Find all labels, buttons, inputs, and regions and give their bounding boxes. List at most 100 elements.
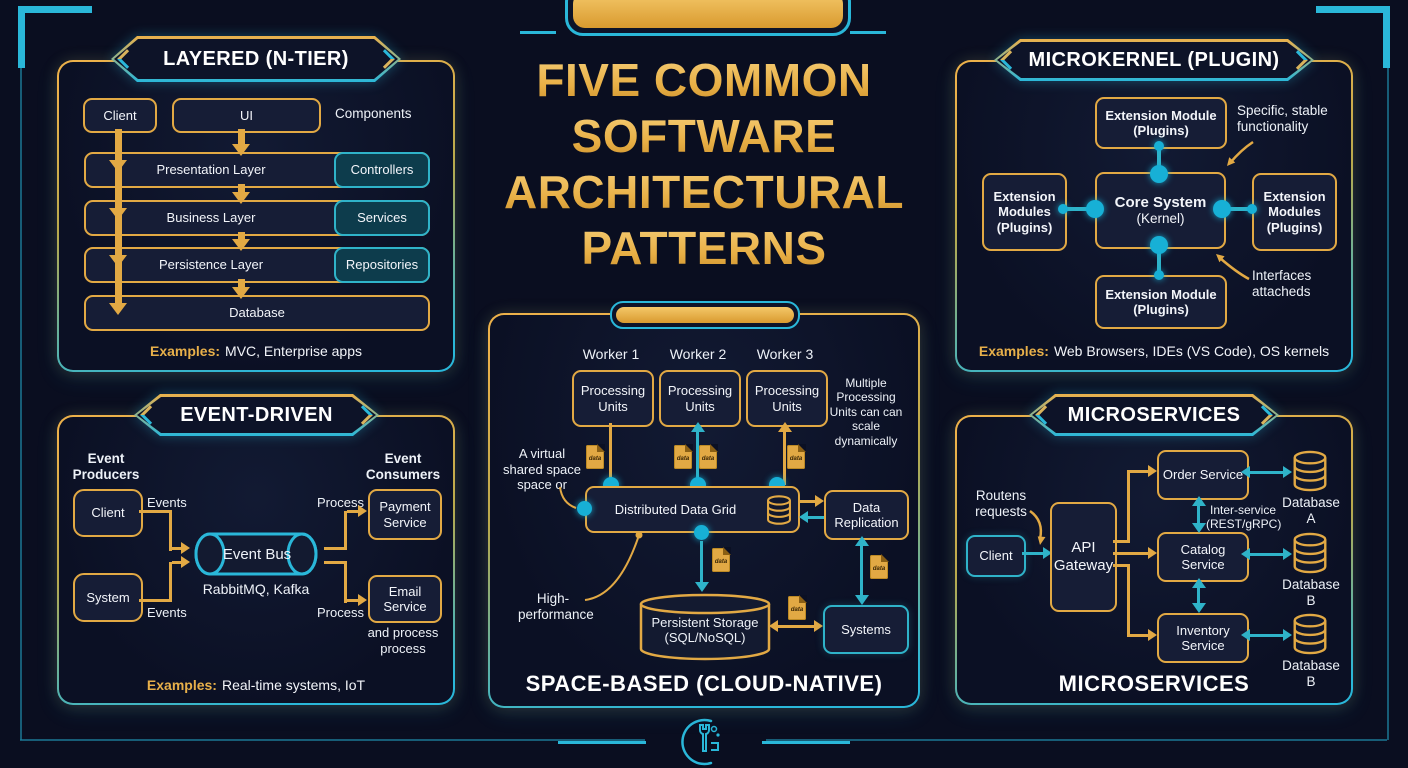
worker-2-line — [696, 431, 699, 485]
right-arrow-icon — [181, 542, 190, 554]
plugins-label: (Plugins) — [1133, 302, 1189, 317]
microservices-header-label: MICROSERVICES — [1032, 397, 1276, 433]
right-arrow-icon — [1283, 466, 1292, 478]
connector-dot — [694, 525, 709, 540]
link-line — [139, 510, 172, 513]
down-arrow-icon — [232, 239, 250, 251]
worker-1-line — [609, 423, 612, 485]
processing-units-box-3: Processing Units — [746, 370, 828, 427]
right-arrow-icon — [1043, 547, 1052, 559]
frame-line-left — [20, 68, 22, 740]
ms-client-box: Client — [966, 535, 1026, 577]
data-file-icon: data — [712, 547, 731, 572]
systems-label: Systems — [841, 621, 891, 637]
worker-3-label: Worker 3 — [756, 346, 814, 362]
payment-service-label: Payment Service — [379, 499, 431, 530]
route-line — [1113, 564, 1130, 567]
database-row: Database — [84, 295, 430, 331]
up-arrow-icon — [855, 536, 869, 546]
flow-line — [238, 184, 245, 194]
database-icon — [767, 495, 791, 525]
down-arrow-icon — [695, 582, 709, 592]
frame-line-right — [1387, 68, 1389, 740]
interfaces-note: Interfaces attacheds — [1252, 268, 1312, 300]
connector-line — [1157, 145, 1161, 174]
event-consumers-label: Event Consumers — [365, 451, 441, 483]
connector-dot-small — [1154, 141, 1164, 151]
down-arrow-icon — [109, 208, 127, 220]
api-gateway-label: API Gateway — [1053, 539, 1114, 574]
up-arrow-icon — [691, 422, 705, 432]
extension-module-bottom-box: Extension Module (Plugins) — [1095, 275, 1227, 329]
catalog-service-box: Catalog Service — [1157, 532, 1249, 582]
catalog-service-label: Catalog Service — [1180, 541, 1226, 572]
route-line — [1127, 565, 1130, 635]
api-gateway-box: API Gateway — [1050, 502, 1117, 612]
processing-units-box-1: Processing Units — [572, 370, 654, 427]
examples-label: Examples: — [150, 343, 221, 359]
kernel-label: (Kernel) — [1136, 211, 1185, 227]
business-layer-label: Business Layer — [166, 210, 256, 226]
database-b-label: Database B — [1282, 577, 1340, 609]
inventory-service-label: Inventory Service — [1176, 622, 1230, 653]
scale-note: Multiple Processing Units can can scale … — [829, 376, 903, 448]
logo-flank-line-right — [762, 741, 850, 744]
database-b2-icon — [1293, 613, 1327, 655]
connector-line — [1222, 207, 1252, 211]
persistent-storage-cylinder — [639, 593, 771, 661]
examples-text: Web Browsers, IDEs (VS Code), OS kernels — [1053, 343, 1330, 359]
event-client-label: Client — [91, 505, 125, 521]
data-replication-label: Data Replication — [834, 499, 899, 530]
route-line — [1127, 470, 1149, 473]
services-label: Services — [357, 210, 407, 226]
database-label: Database — [229, 305, 285, 321]
top-capsule-ornament — [565, 0, 851, 36]
up-arrow-icon — [1192, 496, 1206, 506]
examples-label: Examples: — [146, 677, 217, 693]
right-arrow-icon — [181, 556, 190, 568]
plugins-label: (Plugins) — [1133, 123, 1189, 138]
data-file-label: data — [701, 456, 715, 462]
ms-client-label: Client — [979, 548, 1013, 564]
right-arrow-icon — [358, 505, 367, 517]
frame-line-bottom-right — [766, 739, 1387, 741]
payment-service-box: Payment Service — [368, 489, 442, 540]
connector-dot-large — [1213, 200, 1231, 218]
left-arrow-icon — [1241, 466, 1250, 478]
event-bus-text: Event Bus — [222, 545, 292, 563]
down-arrow-icon — [109, 303, 127, 315]
extension-modules-right-box: Extension Modules (Plugins) — [1252, 173, 1337, 251]
grid-to-replication-line — [800, 500, 816, 503]
down-arrow-icon — [855, 595, 869, 605]
process-label-bottom: Process — [317, 605, 364, 620]
link-line — [347, 599, 359, 602]
email-note: and process process — [367, 625, 439, 656]
data-file-icon: data — [674, 444, 693, 469]
down-arrow-icon — [1192, 523, 1206, 533]
grid-to-storage-line — [700, 541, 703, 584]
frame-line-bottom-left — [20, 739, 645, 741]
microkernel-header-label: MICROKERNEL (PLUGIN) — [997, 42, 1311, 78]
worker-2-label: Worker 2 — [669, 346, 727, 362]
corner-bracket-top-left-h — [18, 6, 92, 13]
data-file-label: data — [872, 566, 886, 572]
processing-units-label: Processing Units — [667, 383, 733, 414]
examples-label: Examples: — [978, 343, 1049, 359]
main-title: FIVE COMMON SOFTWARE ARCHITECTURAL PATTE… — [468, 52, 940, 276]
corner-bracket-top-left-v — [18, 6, 25, 68]
process-label-top: Process — [317, 495, 364, 510]
inter-service-line — [1197, 502, 1200, 526]
data-file-label: data — [676, 456, 690, 462]
services-chip: Services — [334, 200, 430, 236]
db-link-line — [1248, 471, 1284, 474]
link-line — [169, 510, 172, 551]
events-label-bottom: Events — [147, 605, 187, 620]
link-line — [172, 561, 182, 564]
panel-space-based: Worker 1 Worker 2 Worker 3 Processing Un… — [488, 301, 920, 708]
top-dash-left — [520, 31, 556, 34]
extension-modules-label: Extension Modules — [1263, 189, 1326, 220]
connector-dot-large — [1150, 236, 1168, 254]
microservices-header-badge: MICROSERVICES — [1029, 394, 1279, 436]
link-line — [169, 562, 172, 602]
